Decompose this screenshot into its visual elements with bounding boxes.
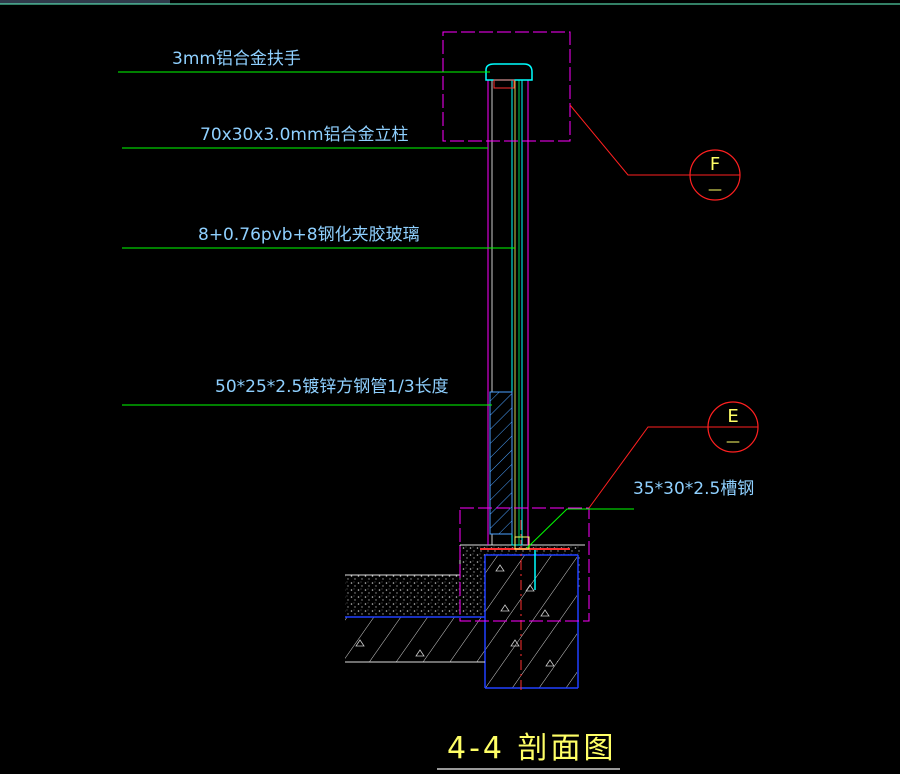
ground-slab — [345, 520, 585, 690]
callout-f-letter: F — [710, 154, 720, 175]
callout-e-letter: E — [727, 406, 738, 427]
handrail — [485, 63, 533, 89]
callout-f: F — — [689, 149, 741, 201]
callout-e: E — — [707, 401, 759, 453]
label-channel: 35*30*2.5槽钢 — [633, 479, 754, 499]
channel-steel — [514, 536, 536, 590]
callout-e-sub: — — [726, 434, 740, 450]
callout-f-sub: — — [708, 182, 722, 198]
detail-box-f — [442, 31, 571, 142]
drawing-title: 4-4 剖面图 — [447, 731, 617, 766]
detail-box-e — [459, 507, 590, 622]
leader-channel — [526, 508, 634, 549]
leader-f — [569, 104, 690, 176]
steel-tube — [489, 391, 513, 535]
label-post: 70x30x3.0mm铝合金立柱 — [200, 125, 409, 145]
leader-e — [588, 426, 708, 509]
glass-panel — [511, 79, 523, 546]
label-steel-tube: 50*25*2.5镀锌方钢管1/3长度 — [215, 377, 449, 397]
label-glass: 8+0.76pvb+8钢化夹胶玻璃 — [198, 225, 420, 245]
label-handrail: 3mm铝合金扶手 — [172, 49, 301, 69]
top-toolbar-strip — [0, 0, 170, 4]
